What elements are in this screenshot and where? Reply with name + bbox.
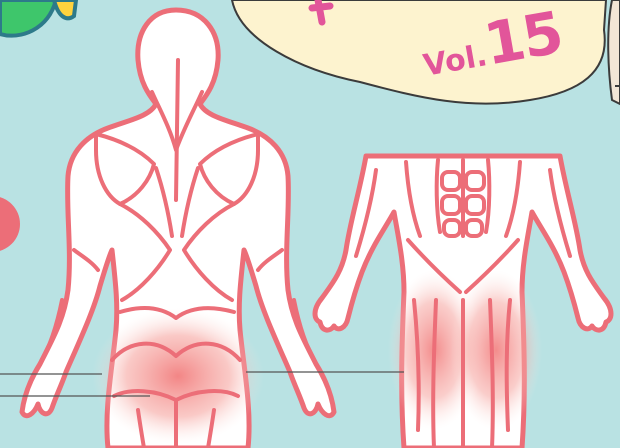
volume-prefix: Vol. <box>421 38 490 84</box>
pink-dot <box>0 196 20 252</box>
title-badge-fragment <box>0 0 76 36</box>
person-peek <box>608 0 620 104</box>
volume-number: 15 <box>479 0 566 79</box>
